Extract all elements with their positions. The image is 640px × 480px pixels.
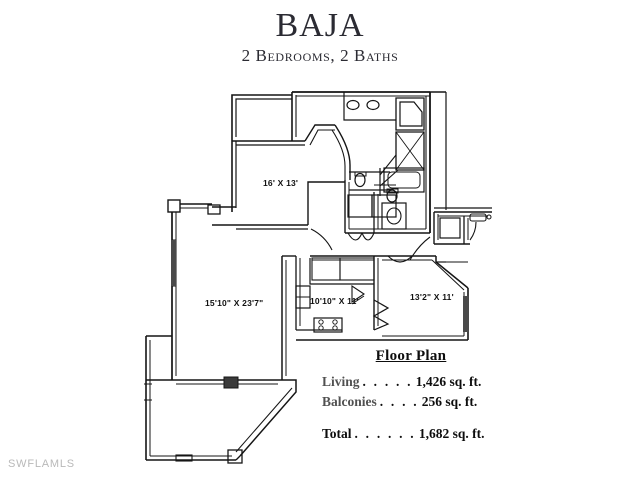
counter-icon <box>311 257 341 281</box>
room-label-living-room: 15'10" X 23'7" <box>205 298 264 308</box>
title-block: BAJA 2 Bedrooms, 2 Baths <box>0 8 640 66</box>
bedroom2-walls <box>296 255 469 341</box>
toilet-icon <box>386 189 398 203</box>
legend-value-balconies: 256 sq. ft. <box>421 393 478 409</box>
door-swing-arcs <box>310 228 431 261</box>
living-room-walls <box>146 199 212 381</box>
closet-and-entry-walls <box>291 91 430 225</box>
upper-right-exterior <box>430 91 492 210</box>
legend-dots-balconies: . . . . <box>379 393 419 409</box>
legend-label-living: Living <box>322 374 360 389</box>
legend-dots-total: . . . . . . <box>354 426 416 442</box>
hall-bath-walls <box>433 211 492 245</box>
legend-label-balconies: Balconies <box>322 393 377 409</box>
sink-basin-icon <box>346 99 360 111</box>
window-glazing <box>463 296 469 332</box>
washer-icon <box>439 217 461 239</box>
legend-row-living: Living . . . . . 1,426 sq. ft. <box>316 372 506 392</box>
legend-value-living: 1,426 sq. ft. <box>415 374 482 389</box>
page-subtitle: 2 Bedrooms, 2 Baths <box>241 45 399 65</box>
legend-dots-living: . . . . . <box>362 374 413 389</box>
watermark: SWFLAMLS <box>8 458 75 470</box>
bathtub-icon <box>383 167 425 193</box>
room-label-bedroom-2: 13'2" X 11' <box>410 292 454 302</box>
legend-label-total: Total <box>322 426 352 442</box>
legend-spacer <box>316 411 506 424</box>
legend-row-balconies: Balconies . . . . 256 sq. ft. <box>316 392 506 412</box>
legend-row-total: Total . . . . . . 1,682 sq. ft. <box>316 424 506 444</box>
structural-column <box>223 376 239 389</box>
lower-balcony-walls <box>144 335 297 464</box>
floor-plan-legend: Floor Plan Living . . . . . 1,426 sq. ft… <box>316 348 506 444</box>
range-icon <box>313 317 343 333</box>
legend-value-total: 1,682 sq. ft. <box>418 426 485 442</box>
master-bath-walls <box>343 92 431 234</box>
legend-heading: Floor Plan <box>375 348 447 364</box>
counter-icon <box>339 257 375 281</box>
sink-basin-icon <box>366 99 380 111</box>
master-bedroom-walls <box>207 94 308 230</box>
pantry-door-icon <box>351 284 365 304</box>
room-label-master-bedroom: 16' X 13' <box>263 178 299 188</box>
sink-basin-icon <box>386 207 402 225</box>
bathtub-icon <box>399 101 423 127</box>
bifold-closet-door-icon <box>372 299 390 331</box>
room-label-kitchen: 10'10" X 11' <box>310 296 359 306</box>
kitchen-walls <box>281 255 379 380</box>
toilet-icon <box>354 172 366 188</box>
page-title: BAJA <box>275 7 365 44</box>
